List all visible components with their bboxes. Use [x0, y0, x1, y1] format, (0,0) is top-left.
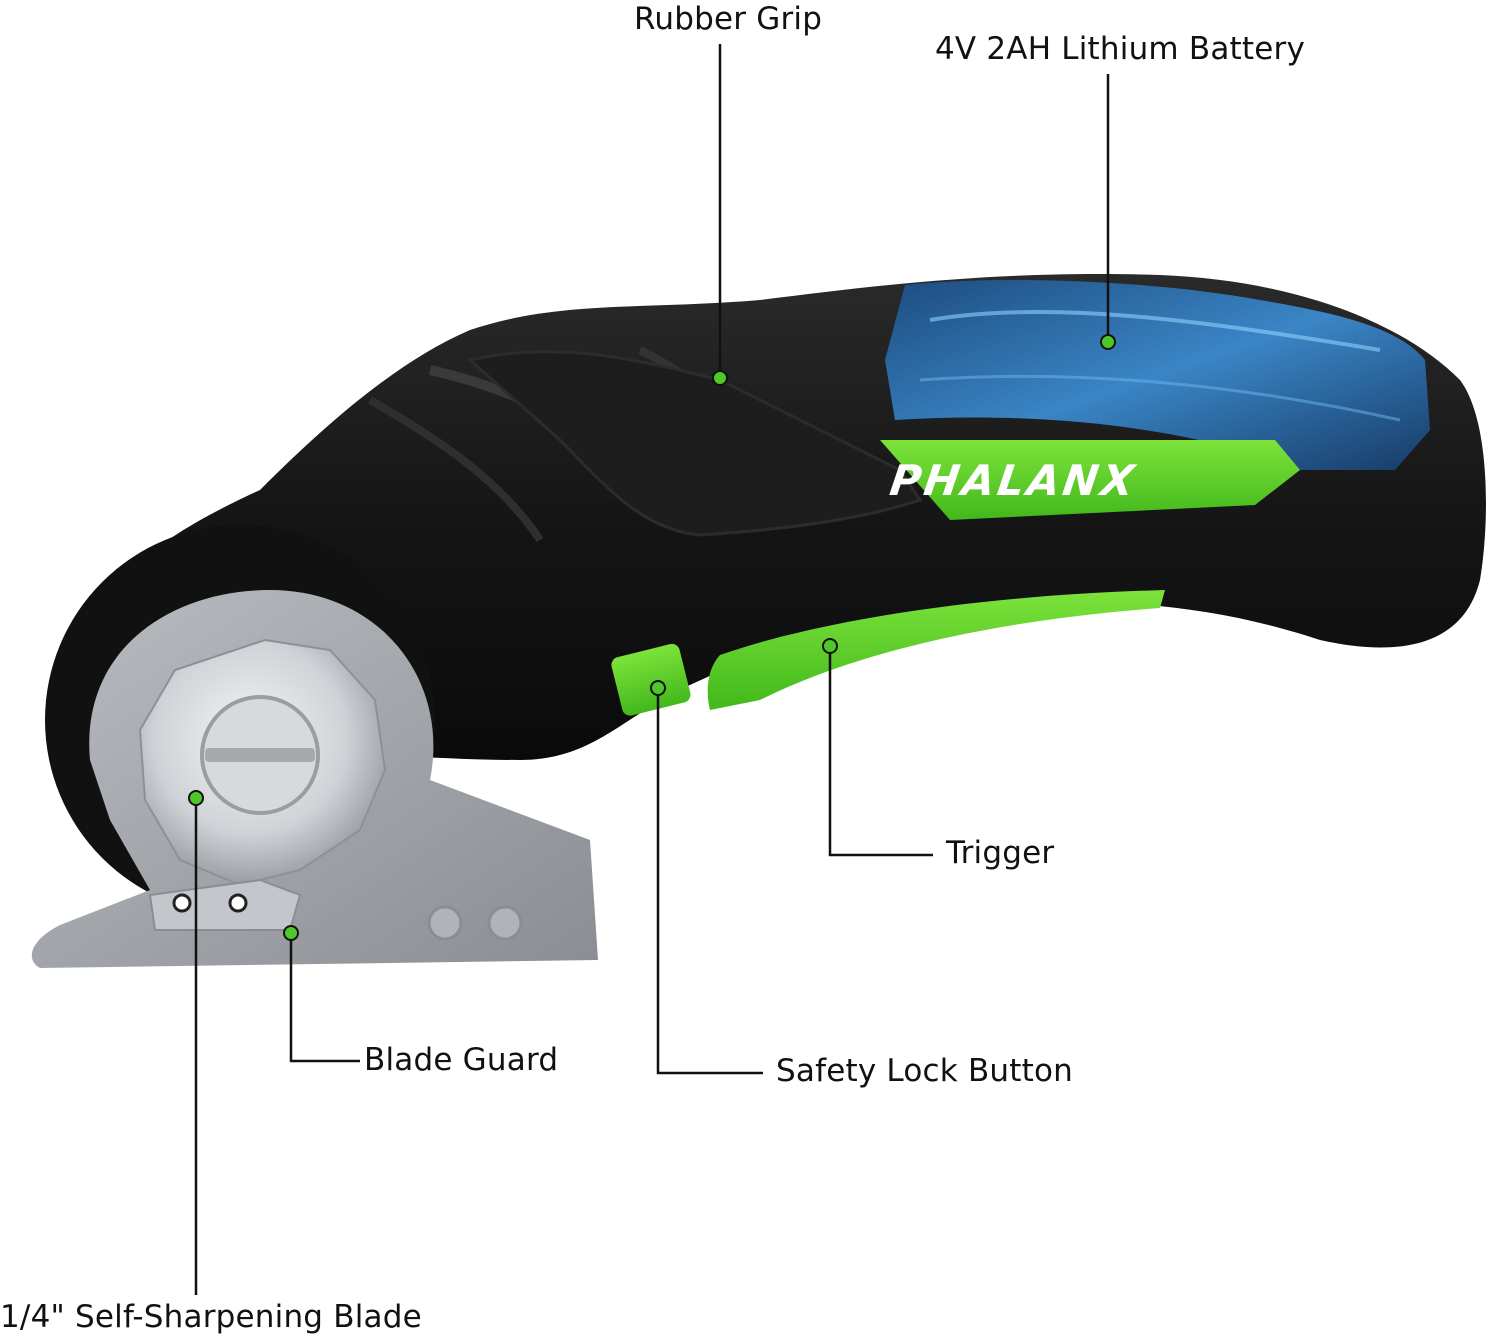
callout-safety-lock: Safety Lock Button: [776, 1053, 1073, 1089]
callout-blade: 1/4" Self-Sharpening Blade: [0, 1299, 422, 1335]
rivet: [487, 905, 523, 941]
rivet: [228, 893, 248, 913]
rivet: [427, 905, 463, 941]
rivet: [172, 893, 192, 913]
battery-glow: [929, 309, 1381, 352]
callout-rubber-grip: Rubber Grip: [634, 1, 823, 37]
brand-panel: [880, 440, 1300, 520]
battery-window: [885, 280, 1430, 470]
callout-battery: 4V 2AH Lithium Battery: [935, 31, 1306, 67]
hub-slot: [205, 748, 315, 762]
callout-blade-guard: Blade Guard: [364, 1042, 559, 1078]
rubber-grip-panel: [466, 350, 923, 537]
brand-logo-text: PHALANX: [887, 456, 1140, 505]
callout-trigger: Trigger: [946, 835, 1055, 871]
battery-glow: [919, 374, 1401, 422]
blade-guard-tongue: [148, 878, 302, 931]
grip-ridge: [368, 396, 544, 543]
